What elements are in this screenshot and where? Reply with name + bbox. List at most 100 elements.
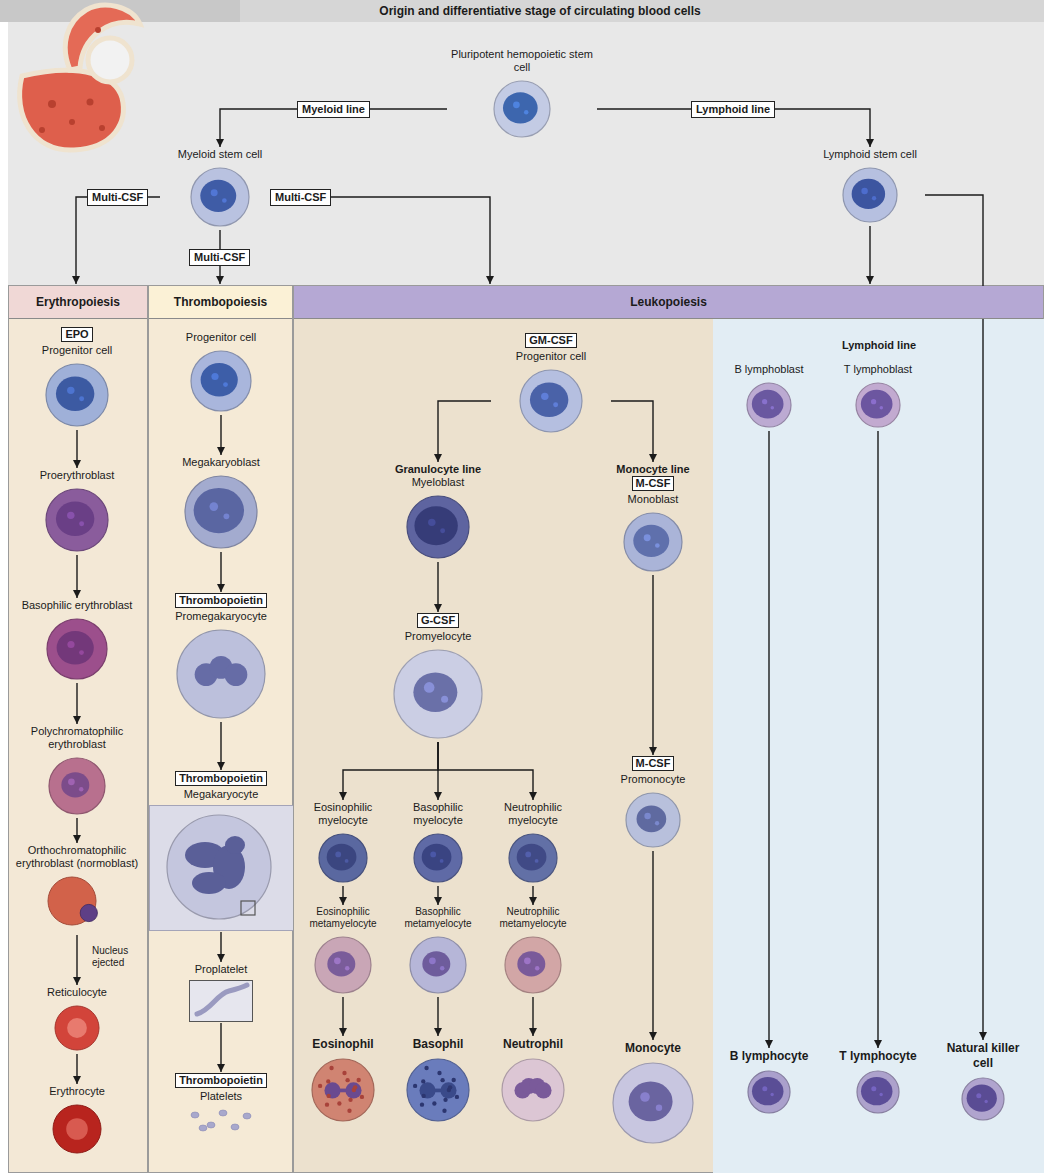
cell-picture [189, 980, 253, 1022]
cell-name: Progenitor cell [11, 344, 143, 357]
cell-picture [46, 755, 108, 817]
cell-name: B lymphoblast [723, 363, 815, 376]
cell-picture [610, 1060, 696, 1146]
cell-picture [188, 165, 252, 229]
blood-cell: Basophilic myelocyte [395, 801, 481, 885]
stage-panel: LeukopoiesisGM-CSFProgenitor cellGranulo… [293, 285, 1044, 1173]
cell-picture [174, 627, 268, 721]
blood-cell: Monocyte lineM-CSFMonoblast [598, 463, 708, 574]
blood-cell: Monocyte [603, 1041, 703, 1146]
line-heading: Granulocyte line [373, 463, 503, 476]
blood-cell: Eosinophil [298, 1037, 388, 1124]
cell-name: Natural killer cell [941, 1041, 1025, 1071]
cell-name: Proplatelet [156, 963, 286, 976]
bone-illustration [20, 5, 140, 150]
cell-picture [621, 510, 685, 574]
panel-heading: Thrombopoiesis [149, 286, 292, 319]
cell-picture [517, 367, 585, 435]
cell-picture [43, 486, 111, 554]
cell-name: Eosinophilic metamyelocyte [298, 906, 388, 930]
lineage-arrow [437, 562, 438, 612]
factor-box: G-CSF [417, 613, 459, 628]
cell-name: Megakaryoblast [156, 456, 286, 469]
blood-cell: ThrombopoietinPromegakaryocyte [156, 593, 286, 721]
cell-picture [182, 473, 260, 551]
blood-cell: T lymphocyte [832, 1049, 924, 1116]
blood-cell: Pluripotent hemopoietic stem cell [447, 48, 597, 140]
cell-picture [391, 647, 485, 741]
blood-cell: Proplatelet [156, 963, 286, 1022]
blood-cell: Reticulocyte [11, 986, 143, 1053]
blood-cell: Progenitor cell [156, 331, 286, 414]
cell-name: Progenitor cell [491, 350, 611, 363]
factor-box: M-CSF [632, 476, 675, 491]
cell-picture [149, 805, 295, 931]
lineage-arrow [342, 997, 343, 1036]
cell-picture [840, 165, 900, 225]
factor-box: GM-CSF [525, 333, 576, 348]
cell-picture [52, 1003, 102, 1053]
lineage-arrow [76, 818, 77, 843]
blood-cell: Neutrophilic myelocyte [490, 801, 576, 885]
factor-box: Thrombopoietin [175, 771, 267, 786]
lineage-arrow [220, 932, 221, 962]
cell-picture [959, 1075, 1007, 1123]
top-ground [8, 22, 1044, 285]
cell-picture [491, 78, 553, 140]
cell-picture [312, 934, 374, 996]
lineage-arrow [437, 997, 438, 1036]
cell-name: Reticulocyte [11, 986, 143, 999]
lineage-arrow [220, 415, 221, 455]
title-text: Origin and differentiative stage of circ… [240, 0, 840, 22]
lineage-arrow [652, 575, 653, 755]
blood-cell: Polychromatophilic erythroblast [11, 725, 143, 817]
cell-name: T lymphocyte [832, 1049, 924, 1064]
blood-cell: Erythrocyte [11, 1085, 143, 1156]
cell-picture [745, 1068, 793, 1116]
blood-cell: Proerythroblast [11, 469, 143, 554]
cell-picture [185, 1107, 257, 1135]
lineage-arrow [342, 886, 343, 905]
cell-picture [506, 831, 560, 885]
blood-cell: Neutrophilic metamyelocyte [488, 906, 578, 996]
lineage-arrow [280, 197, 490, 284]
blood-cell: Eosinophilic myelocyte [300, 801, 386, 885]
cell-name: Platelets [156, 1090, 286, 1103]
cell-picture [854, 1068, 902, 1116]
cell-picture [188, 348, 254, 414]
lineage-arrow [76, 935, 77, 985]
lineage-arrow [768, 431, 769, 1048]
factor-box: EPO [61, 327, 92, 342]
title-bar [0, 0, 1044, 22]
cell-picture [44, 616, 110, 682]
blood-cell: G-CSF Promyelocyte [373, 613, 503, 741]
factor-box: M-CSF [632, 756, 675, 771]
cell-name: Basophil [393, 1037, 483, 1052]
cell-name: Promyelocyte [373, 630, 503, 643]
lineage-arrow [76, 197, 160, 284]
cell-name: Megakaryocyte [149, 788, 294, 801]
cell-picture [43, 361, 111, 429]
cell-name: Pluripotent hemopoietic stem cell [447, 48, 597, 74]
line-heading: Monocyte line [598, 463, 708, 476]
lineage-arrow [76, 555, 77, 598]
cell-name: Neutrophil [488, 1037, 578, 1052]
cell-name: Promegakaryocyte [156, 610, 286, 623]
cell-picture [404, 493, 472, 561]
stage-panel: ErythropoiesisEPOProgenitor cellProeryth… [8, 285, 148, 1173]
cell-name: Promonocyte [598, 773, 708, 786]
blood-cell: Myeloid stem cell [160, 148, 280, 229]
blood-cell: M-CSF Promonocyte [598, 756, 708, 850]
lineage-arrow [532, 997, 533, 1036]
cell-name: Eosinophilic myelocyte [300, 801, 386, 827]
factor-box: Thrombopoietin [175, 593, 267, 608]
blood-cell: Natural killer cell [941, 1041, 1025, 1123]
blood-cell: Megakaryoblast [156, 456, 286, 551]
lineage-arrow [869, 226, 870, 284]
cell-name: Neutrophilic metamyelocyte [488, 906, 578, 930]
cell-name: Orthochromatophilic erythroblast (normob… [11, 844, 143, 870]
cell-picture [309, 1056, 377, 1124]
edge-label: Lymphoid line [691, 101, 775, 118]
